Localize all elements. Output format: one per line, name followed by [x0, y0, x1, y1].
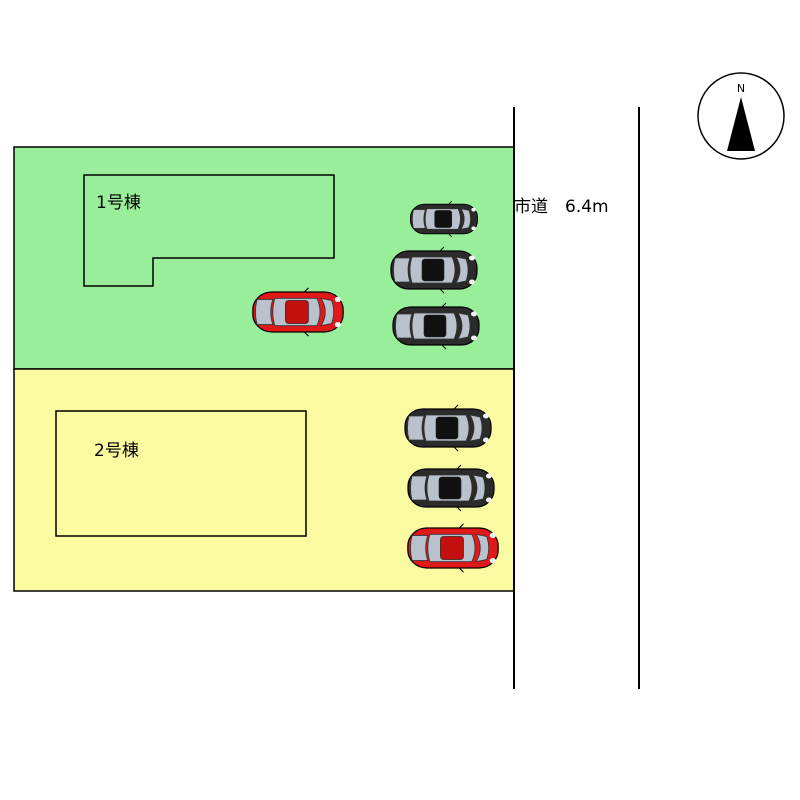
north-compass: N — [697, 72, 785, 160]
car-icon — [407, 523, 499, 573]
car-icon — [252, 287, 344, 337]
north-arrow-icon — [727, 97, 755, 151]
car-icon — [404, 404, 492, 452]
car-icon — [390, 246, 478, 294]
car-icon — [392, 302, 480, 350]
building-2-label: 2号棟 — [94, 441, 139, 461]
car-icon — [407, 464, 495, 512]
road-label: 市道 6.4m — [514, 197, 609, 217]
car-icon — [409, 200, 479, 238]
building-1-label: 1号棟 — [96, 193, 141, 213]
compass-north-label: N — [737, 82, 745, 95]
building-2-outline — [55, 410, 307, 537]
building-1-outline — [83, 174, 335, 287]
